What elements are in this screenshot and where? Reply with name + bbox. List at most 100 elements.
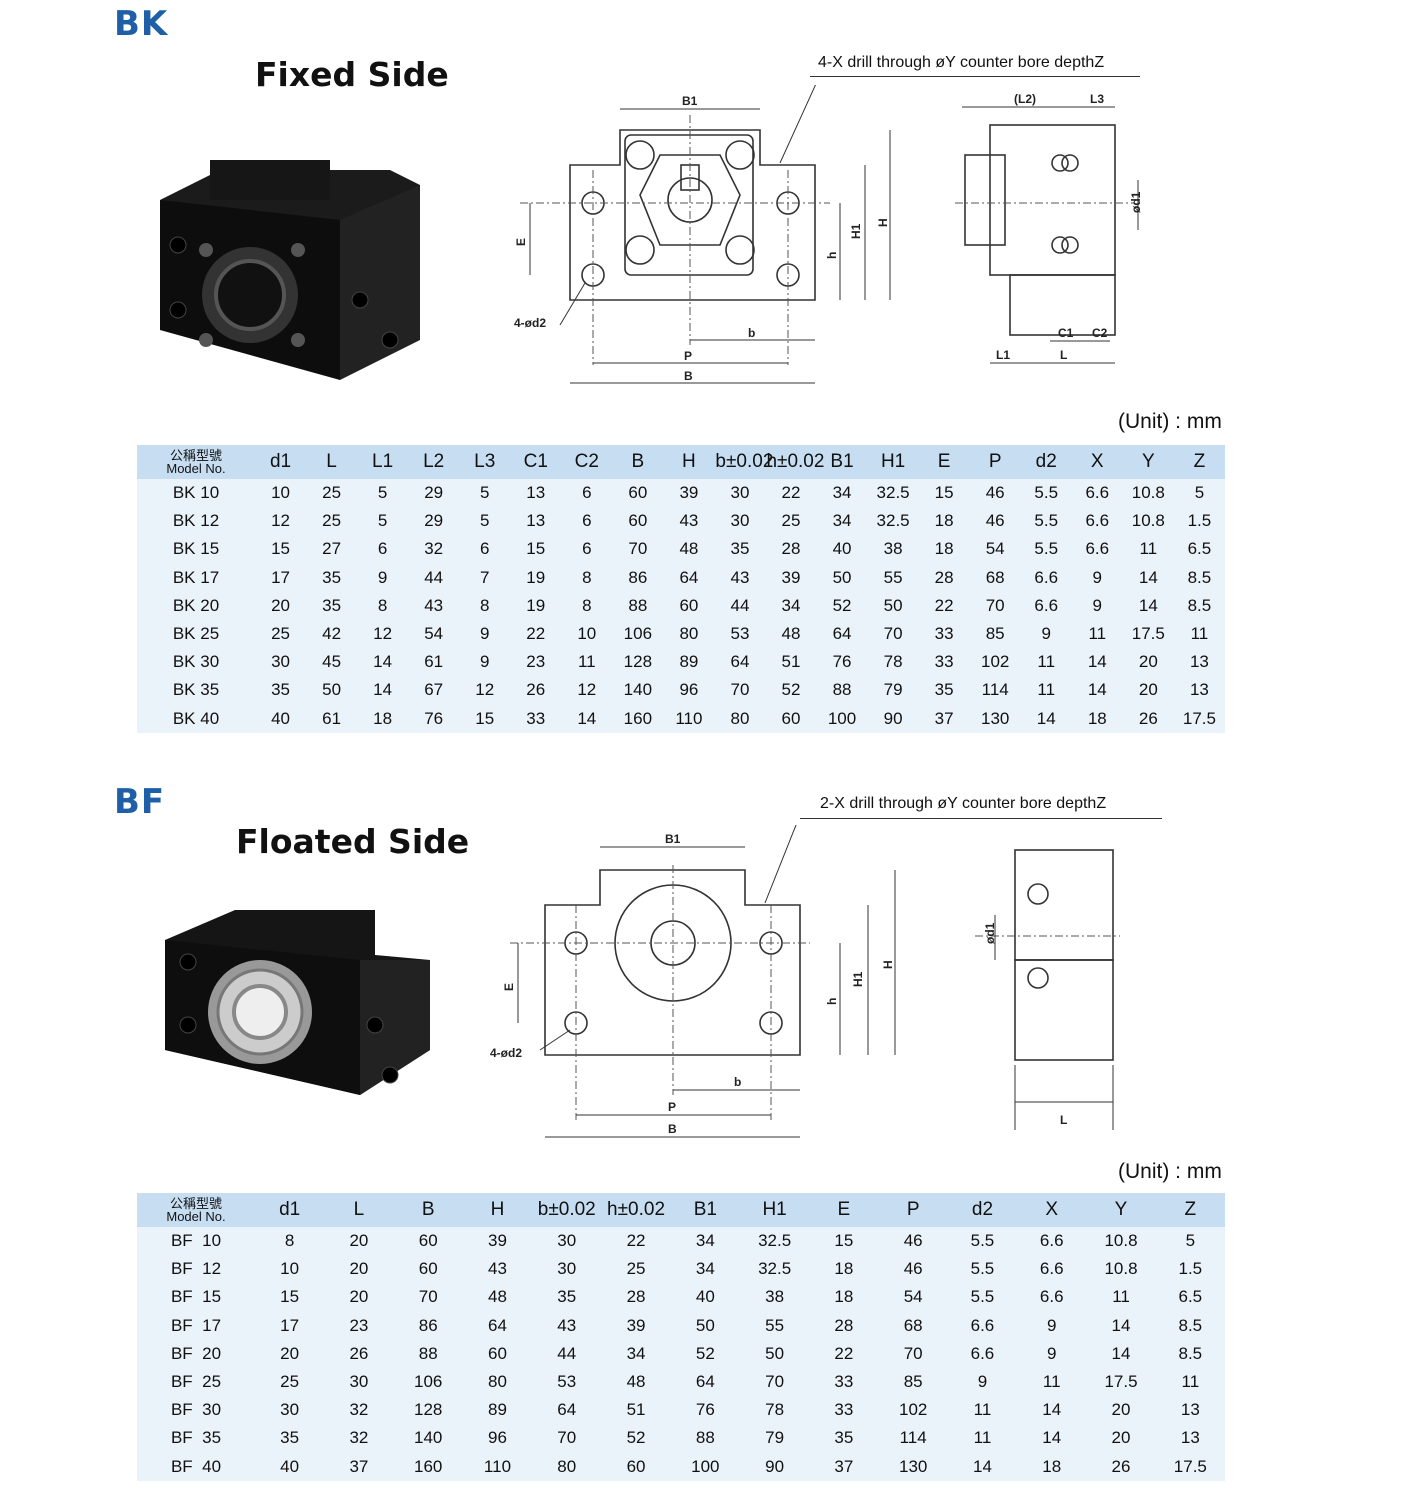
bf-side-view-drawing: ød1 L (975, 849, 1120, 1130)
table-cell: 44 (557, 1343, 577, 1363)
bk-col-l: L (306, 445, 358, 479)
bk-col-l1: L1 (357, 445, 409, 479)
bk-dim-d1: ød1 (1129, 191, 1143, 213)
table-cell: 60 (679, 595, 699, 615)
table-cell: 17.5 (1173, 1456, 1207, 1476)
table-cell: 5 (377, 511, 388, 531)
bk-dim-l2: (L2) (1014, 92, 1036, 106)
table-cell: 70 (883, 624, 903, 644)
table-cell: 96 (488, 1428, 507, 1448)
table-cell: 6 (582, 483, 592, 503)
table-cell: 10 (271, 483, 290, 503)
table-cell: 52 (832, 595, 852, 615)
table-cell: 14 (373, 680, 393, 700)
table-cell: 52 (626, 1428, 646, 1448)
model-cell: BF 15 (170, 1287, 222, 1307)
model-cell: BF 20 (170, 1343, 222, 1363)
table-cell: 29 (424, 511, 444, 531)
table-cell: 35 (834, 1428, 854, 1448)
table-cell: 6 (377, 539, 388, 559)
bf-series-code: BF (114, 782, 166, 822)
table-cell: 30 (280, 1400, 300, 1420)
bk-dim-b1: B1 (682, 94, 698, 108)
bf-unit-label: (Unit) : mm (1118, 1160, 1222, 1183)
table-cell: 60 (628, 483, 648, 503)
table-cell: 114 (981, 680, 1009, 700)
bf-col-h-tol: h±0.02 (601, 1193, 671, 1227)
bk-col-h1: H1 (867, 445, 919, 479)
table-cell: 46 (985, 511, 1005, 531)
table-cell: 10.8 (1104, 1259, 1138, 1279)
table-cell: 18 (1042, 1456, 1062, 1476)
table-cell: 14 (1087, 652, 1107, 672)
table-cell: 14 (1087, 680, 1107, 700)
table-cell: 61 (424, 652, 444, 672)
table-cell: 5.5 (1034, 483, 1059, 503)
bf-dim-d1: ød1 (983, 922, 997, 944)
table-cell: 25 (322, 511, 342, 531)
bf-col-b: B (393, 1193, 463, 1227)
table-cell: 11 (1181, 1372, 1200, 1392)
bk-table-header-row: 公稱型號 Model No. d1 L L1 L2 L3 C1 C2 B H b… (137, 445, 1225, 479)
table-cell: 80 (679, 624, 699, 644)
table-cell: 20 (1138, 652, 1158, 672)
table-cell: 78 (765, 1400, 785, 1420)
table-cell: 20 (1111, 1428, 1131, 1448)
table-cell: 11 (973, 1428, 992, 1448)
table-cell: 6.6 (1039, 1231, 1064, 1251)
model-cell: BK 40 (172, 708, 220, 728)
table-cell: 28 (626, 1287, 646, 1307)
table-cell: 60 (626, 1456, 646, 1476)
table-cell: 6.6 (1034, 595, 1059, 615)
table-cell: 60 (418, 1231, 438, 1251)
table-cell: 14 (972, 1456, 992, 1476)
bk-col-model: 公稱型號 Model No. (137, 445, 255, 479)
bf-dim-p: P (668, 1100, 676, 1114)
table-cell: 15 (280, 1287, 300, 1307)
table-cell: 12 (373, 624, 393, 644)
table-cell: 10.8 (1104, 1231, 1138, 1251)
table-cell: 64 (695, 1372, 715, 1392)
table-cell: 130 (980, 708, 1010, 728)
table-cell: 14 (1138, 567, 1158, 587)
table-cell: 38 (765, 1287, 785, 1307)
table-cell: 85 (903, 1372, 923, 1392)
bk-col-l2: L2 (408, 445, 460, 479)
table-cell: 23 (349, 1315, 369, 1335)
table-cell: 11 (1112, 1287, 1130, 1307)
table-cell: 43 (424, 595, 444, 615)
table-cell: 15 (934, 483, 954, 503)
table-cell: 85 (985, 624, 1005, 644)
table-cell: 50 (832, 567, 852, 587)
table-cell: 18 (373, 708, 393, 728)
table-cell: 33 (934, 652, 954, 672)
table-cell: 8.5 (1178, 1343, 1203, 1363)
model-cell: BK 20 (172, 595, 220, 615)
bf-col-d1: d1 (255, 1193, 325, 1227)
table-cell: 20 (349, 1259, 369, 1279)
bf-col-p: P (878, 1193, 948, 1227)
table-cell: 35 (557, 1287, 577, 1307)
table-cell: 43 (730, 567, 750, 587)
table-cell: 5 (377, 483, 388, 503)
table-cell: 54 (985, 539, 1005, 559)
table-cell: 51 (626, 1400, 646, 1420)
table-cell: 19 (526, 595, 546, 615)
table-cell: 70 (765, 1372, 785, 1392)
bf-col-model: 公稱型號 Model No. (137, 1193, 255, 1227)
table-cell: 5 (479, 511, 490, 531)
table-cell: 80 (488, 1372, 507, 1392)
table-cell: 32.5 (758, 1231, 792, 1251)
table-cell: 22 (626, 1231, 646, 1251)
table-cell: 33 (834, 1400, 854, 1420)
bf-callout-leader (800, 818, 1162, 819)
bf-dim-b: B (668, 1122, 677, 1136)
table-cell: 5.5 (970, 1259, 995, 1279)
bf-col-z: Z (1155, 1193, 1225, 1227)
table-cell: 70 (730, 680, 750, 700)
table-cell: 34 (832, 511, 852, 531)
table-cell: 52 (781, 680, 801, 700)
